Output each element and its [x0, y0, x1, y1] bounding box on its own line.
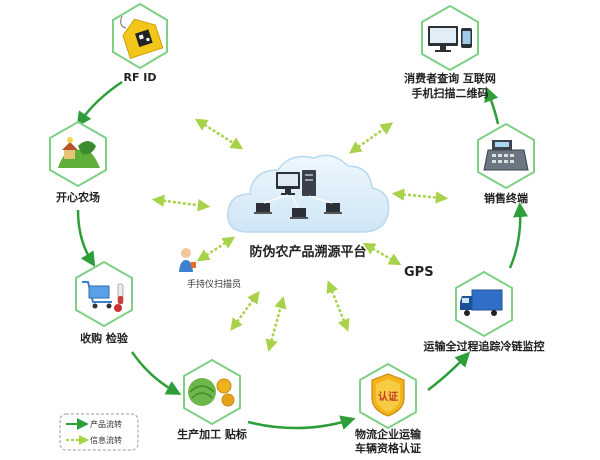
cart-icon — [82, 281, 112, 309]
node-label: 销售终端 — [484, 191, 528, 205]
legend-product-flow-label: 产品流转 — [90, 419, 122, 429]
node-label: RF ID — [123, 71, 156, 84]
node-label: 生产加工 贴标 — [177, 427, 247, 441]
node-transport: 运输全过程追踪冷链监控 — [424, 270, 545, 353]
info-arrow-rfid — [194, 118, 244, 150]
info-arrow-farm — [151, 194, 211, 212]
center-platform: 防伪农产品溯源平台 — [227, 154, 390, 260]
info-arrow-purchase — [230, 290, 260, 332]
rfid-tag-icon — [120, 15, 164, 60]
node-purchase: 收购 检验 — [75, 260, 133, 345]
gps-label: GPS — [404, 265, 434, 280]
test-tube-icon — [114, 283, 124, 312]
info-arrow-consumer — [348, 122, 394, 154]
server-icon — [302, 170, 316, 196]
node-label-line2: 手机扫描二维码 — [412, 86, 489, 100]
scanner-label: 手持仪扫描员 — [187, 278, 241, 290]
flow-arrow-rfid-farm — [76, 80, 123, 127]
flow-arrow-pos-consumer — [484, 86, 500, 125]
info-flow-arrows — [151, 118, 449, 353]
node-process: 生产加工 贴标 — [177, 358, 247, 441]
node-label-line1: 消费者查询 互联网 — [404, 71, 496, 85]
truck-icon — [460, 289, 503, 316]
info-arrow-gps — [362, 242, 402, 266]
farm-icon — [58, 137, 100, 168]
legend: 产品流转 信息流转 — [59, 413, 139, 451]
network-lines — [263, 194, 333, 209]
flow-arrow-transport-pos — [508, 202, 529, 269]
info-arrow-pos — [391, 188, 449, 204]
node-logistics: 认证 物流企业运输 车辆资格认证 — [355, 362, 422, 455]
info-arrow-scanner — [196, 236, 236, 262]
node-label: 运输全过程追踪冷链监控 — [424, 339, 545, 353]
flow-arrow-farm-purchase — [76, 209, 96, 268]
vegetables-icon — [188, 378, 235, 407]
node-label: 收购 检验 — [80, 331, 129, 345]
flow-arrow-process-logistics — [247, 415, 356, 430]
node-label-line2: 车辆资格认证 — [355, 441, 421, 455]
scanner-person: 手持仪扫描员 — [179, 248, 241, 290]
laptop-icon — [254, 203, 342, 219]
person-icon — [179, 248, 196, 272]
flow-arrow-purchase-process — [130, 351, 182, 395]
node-consumer: 消费者查询 互联网 手机扫描二维码 — [404, 4, 496, 100]
badge-text: 认证 — [378, 390, 398, 403]
info-arrow-process — [265, 295, 287, 353]
node-rfid: RF ID — [112, 2, 168, 84]
cash-register-icon — [483, 140, 529, 171]
legend-info-flow-label: 信息流转 — [90, 435, 122, 445]
node-label-line1: 物流企业运输 — [355, 427, 422, 441]
computer-phone-icon — [428, 26, 472, 52]
node-farm: 开心农场 — [49, 120, 107, 204]
info-arrow-logistics — [326, 280, 350, 332]
flow-arrow-logistics-transport — [427, 351, 471, 391]
node-pos: 销售终端 — [477, 122, 535, 205]
monitor-icon — [276, 172, 300, 195]
product-flow-arrows — [76, 80, 529, 430]
certified-badge-icon: 认证 — [371, 373, 405, 417]
platform-title: 防伪农产品溯源平台 — [249, 244, 366, 260]
node-label: 开心农场 — [56, 190, 100, 204]
